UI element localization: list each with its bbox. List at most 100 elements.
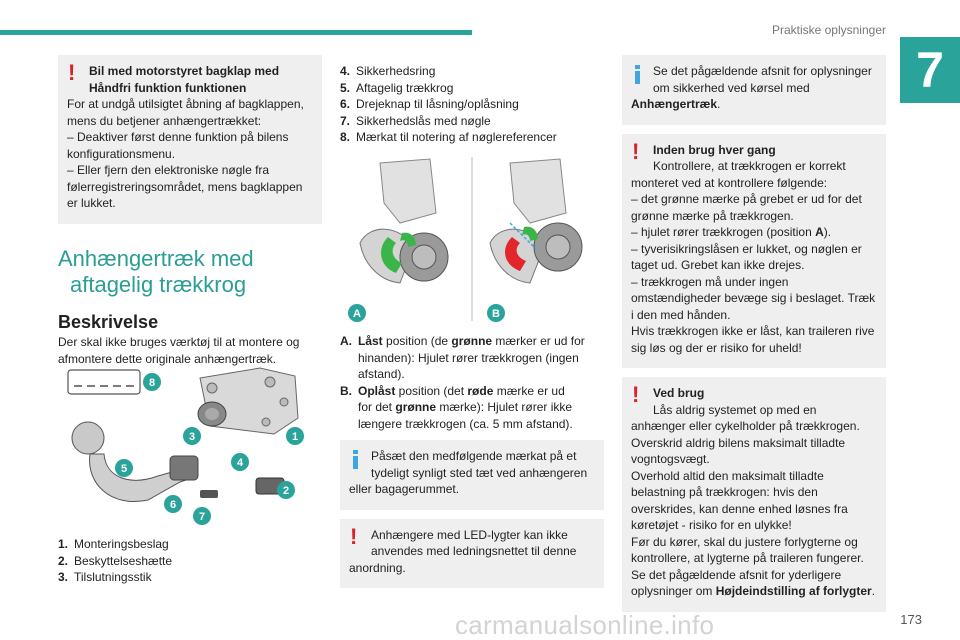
warning-text: er lukket. (67, 196, 116, 210)
warning-text: For at undgå utilsigtet åbning af bagkla… (67, 97, 304, 111)
warning-text: monteret ved at kontrollere følgende: (631, 175, 828, 190)
marker-6: 6 (170, 499, 176, 511)
item-number: 8. (340, 130, 351, 144)
column-1: ! Bil med motorstyret bagklap med Håndfr… (58, 55, 322, 367)
warning-text: – det grønne mærke på grebet er ud for d… (631, 192, 862, 206)
warning-text: – Deaktiver først denne funktion på bile… (67, 130, 289, 144)
warning-text: Se det pågældende afsnit for yderligere (631, 567, 842, 582)
warning-icon: ! (632, 138, 640, 164)
info-term: Anhængertræk (631, 97, 718, 111)
legend-term: grønne (395, 400, 437, 414)
warning-text: konfigurationsmenu. (67, 146, 176, 161)
warning-text: køretøjet - risiko for en ulykke! (631, 518, 792, 532)
warning-title: Bil med motorstyret bagklap med (89, 64, 280, 78)
warning-text: taget ud. Grebet kan ikke drejes. (631, 258, 805, 272)
warning-text: Før du kører, skal du justere forlygtern… (631, 534, 858, 549)
legend-text: for det (358, 400, 396, 414)
header-accent-bar (0, 30, 472, 35)
unlocked-position-illustration (489, 158, 583, 284)
info-text: om sikkerhed ved kørsel med (653, 80, 810, 95)
legend-term: røde (467, 383, 494, 398)
info-text: tydeligt synligt sted tæt ved anhængeren (371, 465, 588, 480)
warning-text: vogntogsvægt. (631, 452, 710, 466)
marker-5: 5 (121, 463, 127, 475)
list-item: 4.Sikkerhedsring (340, 63, 604, 80)
item-number: 3. (58, 570, 69, 584)
info-text: Se det pågældende afsnit for oplysninger (653, 64, 872, 78)
warning-text: sig løs og der er risiko for uheld! (631, 340, 802, 355)
green-mark (400, 232, 416, 247)
warning-text: – Eller fjern den elektroniske nøgle fra (67, 163, 270, 177)
list-item: 3. Tilslutningsstik (58, 569, 322, 586)
intro-line: Der skal ikke bruges værktøj til at mont… (58, 335, 300, 349)
gap-indicator (509, 222, 537, 250)
chapter-badge: 7 (900, 37, 960, 103)
warning-text: Overskrid aldrig bilens maksimalt tillad… (631, 435, 846, 450)
warning-text: grønne mærke på trækkrogen. (631, 208, 794, 223)
legend-text: mærker er ud for (492, 334, 585, 348)
warning-text: i den med hånden. (631, 307, 731, 322)
warning-text: – hjulet rører trækkrogen (position (631, 225, 816, 239)
list-item: 6. Drejeknap til låsning/oplåsning (340, 96, 604, 113)
list-item: 1. Monteringsbeslag (58, 536, 322, 553)
legend-text: position (det (395, 383, 468, 398)
warning-title: Håndfri funktion funktionen (89, 80, 247, 95)
legend-key: B. (340, 383, 352, 398)
warning-box-handsfree: ! Bil med motorstyret bagklap med Håndfr… (58, 55, 322, 224)
warning-text: oplysninger om (631, 584, 716, 598)
marker-1: 1 (292, 431, 298, 443)
component-list-b: 4.Sikkerhedsring 5.Aftagelig trækkrog 6.… (340, 63, 604, 146)
locked-position-illustration (359, 158, 449, 284)
warning-term: A (815, 225, 824, 239)
warning-term: Højdeindstilling af forlygter (715, 584, 872, 598)
warning-text: Lås aldrig systemet op med en (653, 402, 817, 417)
legend-text: afstand). (358, 367, 405, 381)
warning-text: – trækkrogen må under ingen (631, 274, 789, 289)
list-item: 7.Sikkerhedslås med nøgle (340, 113, 604, 130)
warning-icon: ! (350, 523, 358, 549)
info-icon (633, 65, 643, 85)
connector-socket (169, 455, 199, 481)
section-heading: Anhængertræk med aftagelig trækkrog (58, 246, 322, 298)
legend-item-a: A. Låst position (de grønne mærker er ud… (340, 333, 606, 383)
warning-text: Overhold altid den maksimalt tilladte (631, 468, 824, 483)
section-title: Praktiske oplysninger (771, 23, 886, 37)
list-item: 8.Mærkat til notering af nøglereferencer (340, 129, 604, 146)
warning-text: Anhængere med LED-lygter kan ikke (371, 527, 568, 542)
warning-text: mens du betjener anhængertrækket: (67, 113, 262, 128)
key-label-sticker (67, 369, 141, 395)
item-number: 7. (340, 113, 351, 128)
warning-title: Ved brug (653, 386, 705, 400)
marker-3: 3 (189, 431, 195, 443)
heading-line-1: Anhængertræk med (58, 245, 254, 271)
marker-2: 2 (283, 485, 289, 497)
column-2-boxes: Påsæt den medfølgende mærkat på et tydel… (340, 440, 604, 588)
warning-text: følerregistreringsområdet, mens bagklapp… (67, 179, 303, 194)
green-mark (381, 237, 402, 273)
watermark: carmanualsonline.info (455, 610, 715, 640)
warning-text: anordning. (349, 560, 406, 575)
legend-text: hinanden): Hjulet rører trækkrogen (inge… (358, 350, 579, 365)
legend-term: Låst (358, 334, 383, 348)
tow-hitch-figure: 8 3 1 4 5 2 6 7 (67, 367, 304, 525)
heading-line-2: aftagelig trækkrog (70, 271, 247, 297)
warning-icon: ! (68, 60, 76, 85)
warning-box-before-use: ! Inden brug hver gang Kontrollere, at t… (622, 133, 886, 368)
info-box-safety: Se det pågældende afsnit for oplysninger… (622, 55, 886, 125)
item-label: Beskyttelseshætte (74, 553, 173, 568)
marker-7: 7 (199, 511, 205, 523)
item-number: 6. (340, 97, 351, 111)
legend-term: grønne (451, 334, 493, 348)
item-number: 1. (58, 537, 69, 551)
item-label: Drejeknap til låsning/oplåsning (356, 97, 519, 111)
warning-text: – tyverisikringslåsen er lukket, og nøgl… (631, 241, 862, 256)
green-mark (522, 226, 538, 241)
info-text: Påsæt den medfølgende mærkat på et (371, 449, 577, 463)
warning-text: ). (823, 225, 832, 239)
item-label: Tilslutningsstik (74, 570, 152, 584)
item-label: Monteringsbeslag (74, 537, 169, 551)
warning-text: overskrides, kan denne enhed løsnes fra (631, 501, 848, 516)
position-legend: A. Låst position (de grønne mærker er ud… (340, 333, 606, 432)
legend-text: mærke): Hjulet rører ikke (436, 400, 573, 414)
warning-text: . (871, 584, 876, 598)
